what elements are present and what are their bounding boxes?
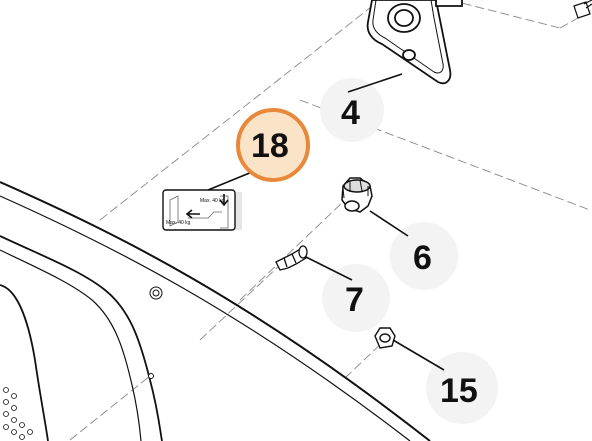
label-max-load-side: Max. 40 kg: [166, 220, 191, 226]
part-6-knob: [341, 177, 373, 213]
callout-18-highlight: [236, 108, 310, 182]
part-4-bracket: [366, 0, 463, 85]
housing-vent-holes: [3, 387, 33, 440]
mower-housing: [0, 181, 431, 441]
part-15-nut: [374, 327, 396, 349]
housing-small-hole: [148, 373, 154, 379]
callout-6: 6: [413, 239, 432, 277]
callout-7: 7: [345, 281, 364, 319]
callout-15: 15: [440, 372, 478, 410]
leader-line-15: [392, 339, 445, 371]
callout-4: 4: [341, 94, 360, 132]
leader-line-4: [347, 73, 403, 93]
callout-18: 18: [251, 127, 289, 165]
label-max-load-top: Max. 40 kg: [200, 198, 225, 204]
callout-backgrounds: [320, 78, 498, 424]
leader-line-6: [369, 210, 409, 237]
part-bolt-top-right: [573, 0, 592, 19]
housing-screw: [149, 286, 163, 300]
part-7-fitting: [275, 245, 308, 271]
part-18-load-label: Max. 40 kg Max. 40 kg: [162, 189, 242, 231]
leader-line-7: [305, 256, 353, 281]
leader-line-18: [207, 171, 253, 191]
